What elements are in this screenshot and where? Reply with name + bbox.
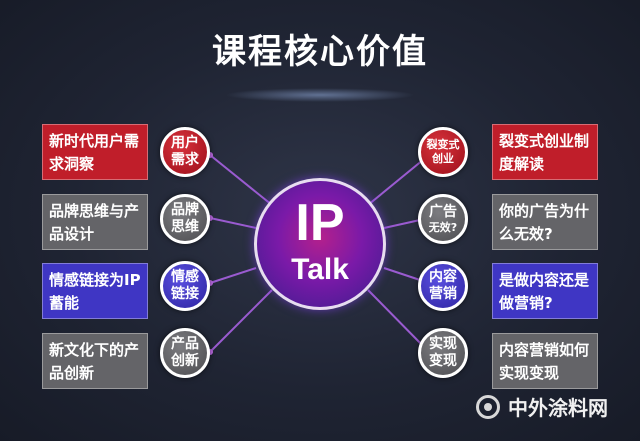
right-node-3-line2: 营销	[429, 286, 457, 302]
left-node-4-line2: 创新	[171, 353, 199, 369]
left-node-3-line1: 情感	[171, 269, 199, 285]
right-node-2: 广告 无效?	[418, 194, 468, 244]
left-node-2: 品牌 思维	[160, 194, 210, 244]
right-box-4: 内容营销如何实现变现	[492, 333, 598, 389]
page-title: 课程核心价值	[212, 32, 428, 72]
right-node-1-line2: 创业	[432, 152, 454, 165]
right-node-1: 裂变式 创业	[418, 127, 468, 177]
left-node-4: 产品 创新	[160, 328, 210, 378]
watermark: 中外涂料网	[476, 392, 608, 421]
right-box-1: 裂变式创业制度解读	[492, 124, 598, 180]
right-box-3: 是做内容还是做营销?	[492, 263, 598, 319]
center-line1: IP	[295, 194, 345, 252]
left-box-2: 品牌思维与产品设计	[42, 194, 148, 250]
left-box-4: 新文化下的产品创新	[42, 333, 148, 389]
right-node-2-line1: 广告	[429, 203, 457, 220]
watermark-text: 中外涂料网	[508, 396, 608, 420]
left-node-3-line2: 链接	[171, 286, 199, 302]
right-node-4: 实现 变现	[418, 328, 468, 378]
left-node-4-line1: 产品	[171, 336, 199, 352]
right-node-1-line1: 裂变式	[426, 138, 460, 151]
watermark-logo-icon	[476, 394, 500, 419]
left-node-1-line2: 需求	[171, 152, 199, 168]
left-node-1-line1: 用户	[171, 135, 199, 151]
left-node-2-line2: 思维	[171, 219, 199, 235]
left-node-2-line1: 品牌	[171, 202, 199, 218]
right-node-4-line2: 变现	[429, 353, 457, 369]
left-box-3: 情感链接为IP 蓄能	[42, 263, 148, 319]
center-ip-talk: IP Talk	[254, 178, 386, 310]
left-node-1: 用户 需求	[160, 127, 210, 177]
title-glow	[225, 88, 415, 102]
right-node-3-line1: 内容	[429, 269, 457, 285]
right-node-2-line2: 无效?	[428, 220, 458, 234]
right-box-2: 你的广告为什么无效?	[492, 194, 598, 250]
left-node-3: 情感 链接	[160, 261, 210, 311]
center-line2: Talk	[291, 253, 349, 286]
left-box-1: 新时代用户需求洞察	[42, 124, 148, 180]
right-node-4-line1: 实现	[429, 336, 457, 352]
right-node-3: 内容 营销	[418, 261, 468, 311]
